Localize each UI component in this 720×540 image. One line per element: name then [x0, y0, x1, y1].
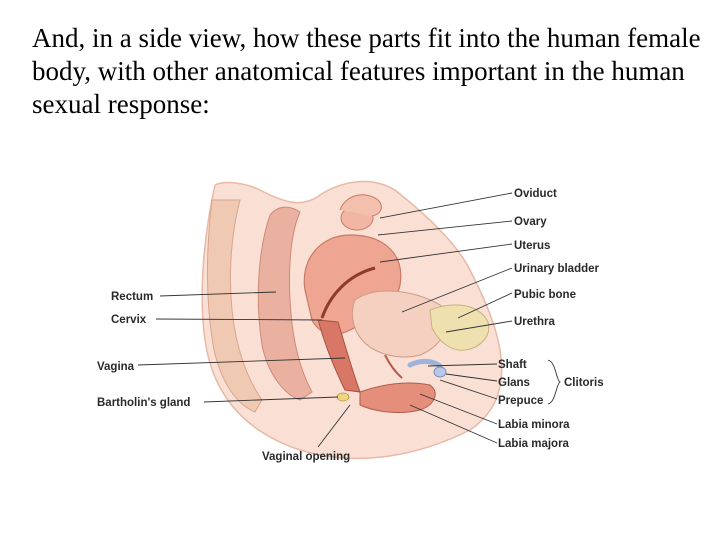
- pubic-bone: [429, 304, 490, 351]
- label-bartholins-gland: Bartholin's gland: [97, 397, 190, 409]
- label-glans: Glans: [498, 377, 530, 389]
- label-pubic-bone: Pubic bone: [514, 289, 576, 301]
- labia: [359, 382, 436, 413]
- label-cervix: Cervix: [111, 314, 147, 326]
- label-ovary: Ovary: [514, 216, 547, 228]
- label-uterus: Uterus: [514, 240, 550, 252]
- label-urinary-bladder: Urinary bladder: [514, 263, 600, 275]
- label-clitoris: Clitoris: [564, 377, 604, 389]
- urethra: [384, 354, 403, 379]
- label-vagina: Vagina: [97, 361, 135, 373]
- rectum: [257, 206, 313, 401]
- clitoris-glans: [433, 366, 447, 378]
- label-rectum: Rectum: [111, 291, 153, 303]
- label-urethra: Urethra: [514, 316, 556, 328]
- clitoris-shaft: [407, 358, 443, 369]
- uterine-cavity: [320, 266, 376, 319]
- urinary-bladder: [351, 290, 448, 358]
- label-vaginal-opening: Vaginal opening: [262, 451, 350, 463]
- label-shaft: Shaft: [498, 359, 527, 371]
- label-labia-minora: Labia minora: [498, 419, 570, 431]
- sacrum: [206, 199, 263, 413]
- label-labia-majora: Labia majora: [498, 438, 570, 450]
- leader-lines: [137, 192, 561, 448]
- bartholins-gland-shape: [336, 392, 350, 402]
- slide-heading: And, in a side view, how these parts fit…: [32, 23, 701, 119]
- label-prepuce: Prepuce: [498, 395, 543, 407]
- label-oviduct: Oviduct: [514, 188, 557, 200]
- oviduct: [339, 194, 382, 217]
